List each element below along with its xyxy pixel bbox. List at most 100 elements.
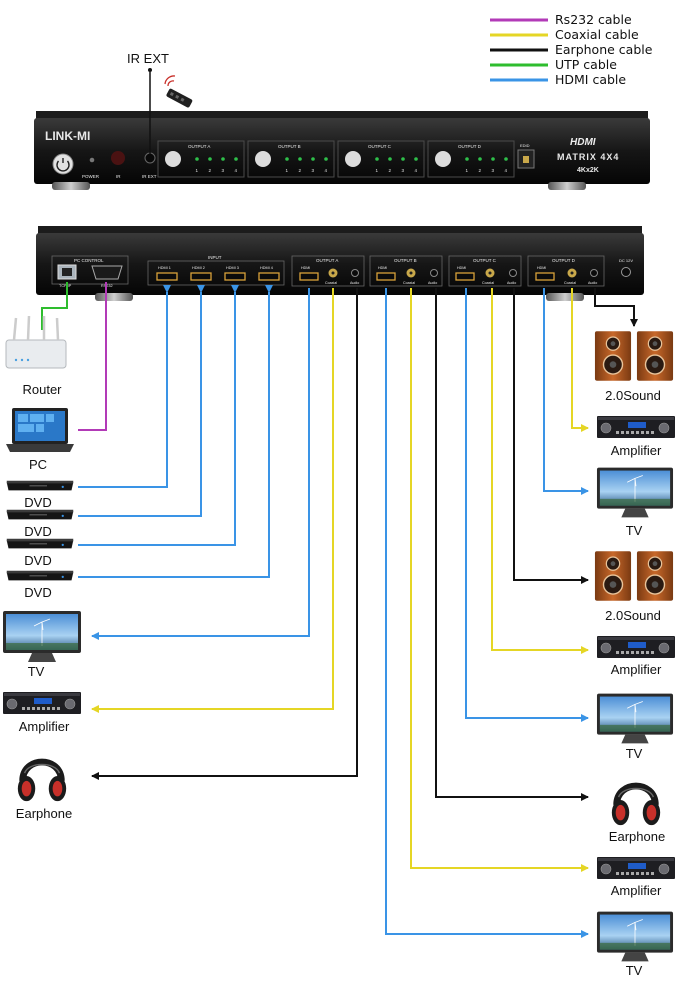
router-icon [5, 315, 67, 369]
hdmi-cable-dvd4 [78, 285, 273, 578]
front-output-a-label: OUTPUT A [188, 144, 210, 149]
hdmi-cable-out-c [465, 288, 589, 722]
ir-ext-callout-label: IR EXT [127, 51, 169, 66]
rs232-port [91, 265, 123, 280]
device-label-dvd-2: DVD [24, 524, 52, 539]
hdmi-logo: HDMI [570, 137, 596, 148]
led-number-label: 4 [235, 168, 238, 173]
device-label-amplifier-2: Amplifier [610, 662, 662, 677]
audio-cable-out-b [435, 288, 589, 801]
led-number-label: 2 [299, 168, 302, 173]
brand-logo: LINK-MI [45, 129, 90, 143]
amplifier-icon [597, 857, 675, 879]
amplifier-icon [597, 416, 675, 438]
front-output-c-label: OUTPUT C [368, 144, 392, 149]
led-number-label: 3 [222, 168, 225, 173]
front-output-groups [157, 140, 515, 178]
rs232-cable [78, 282, 107, 431]
port-label-coaxial: Coaxial [482, 281, 494, 285]
led-number-label: 2 [209, 168, 212, 173]
output-port-groups [291, 255, 605, 287]
ir-ext-label: IR EXT [142, 174, 157, 179]
output-c-button[interactable] [345, 151, 361, 167]
headphones-icon [18, 762, 66, 801]
device-label-earphone-1: Earphone [608, 829, 666, 844]
rear-output-label: OUTPUT D [552, 258, 576, 263]
coax-cable-out-a [91, 288, 334, 713]
dvd-player-icon [7, 481, 74, 491]
device-label-sound-1: 2.0Sound [605, 388, 661, 403]
device-label-amplifier-3: Amplifier [610, 883, 662, 898]
led-number-label: 4 [325, 168, 328, 173]
hdmi-input-label: HDMI 3 [226, 266, 239, 270]
port-label-audio: Audio [428, 281, 437, 285]
output-d-button[interactable] [435, 151, 451, 167]
rear-output-label: OUTPUT C [473, 258, 497, 263]
edid-label: EDID [520, 143, 530, 148]
rear-output-label: OUTPUT B [394, 258, 417, 263]
device-label-tv: TV [27, 664, 45, 679]
port-label-coaxial: Coaxial [325, 281, 337, 285]
amplifier-icon [3, 692, 81, 714]
port-label-hdmi: HDMI [301, 266, 310, 270]
ir-label: IR [116, 174, 121, 179]
right-devices [595, 331, 675, 961]
hdmi-input-label: HDMI 1 [158, 266, 171, 270]
legend-label-hdmi: HDMI cable [555, 72, 627, 87]
rear-output-labels: OUTPUT A HDMI Coaxial Audio OUTPUT B HDMI Coax… [301, 258, 597, 285]
led-number-label: 3 [492, 168, 495, 173]
front-output-b-label: OUTPUT B [278, 144, 301, 149]
led-number-label: 3 [402, 168, 405, 173]
tv-icon [597, 694, 673, 744]
tv-icon [597, 468, 673, 518]
dvd-player-icon [7, 571, 74, 581]
utp-cable [41, 282, 68, 330]
coax-cable-out-b [410, 288, 589, 872]
output-a-button[interactable] [165, 151, 181, 167]
legend-label-utp: UTP cable [555, 57, 617, 72]
led-number-label: 3 [312, 168, 315, 173]
rear-output-label: OUTPUT A [316, 258, 338, 263]
hdmi-cable-dvd1 [78, 285, 171, 488]
device-label-tv-3: TV [625, 963, 643, 978]
matrix-front-panel: LINK-MI POWER IR IR EXT OUTPUT A OUTPUT … [34, 111, 650, 190]
device-label-dvd-4: DVD [24, 585, 52, 600]
dc-label: DC 12V [619, 258, 633, 263]
tv-icon [597, 912, 673, 962]
tcp-ip-label: TCP/IP [59, 284, 72, 288]
audio-cable-out-c [513, 288, 589, 584]
speakers-icon [595, 551, 673, 600]
device-label-amplifier: Amplifier [18, 719, 70, 734]
led-number-label: 2 [479, 168, 482, 173]
resolution-label: 4Kx2K [577, 167, 599, 174]
legend-label-earphone: Earphone cable [555, 42, 653, 57]
pc-control-label: PC CONTROL [74, 258, 104, 263]
tv-icon [3, 611, 81, 662]
port-label-audio: Audio [350, 281, 359, 285]
hdmi-input-ports [156, 272, 280, 281]
device-label-router: Router [22, 382, 62, 397]
ir-sensor [111, 151, 125, 165]
legend-label-coaxial: Coaxial cable [555, 27, 639, 42]
coax-cable-out-d [571, 288, 589, 432]
dvd-player-icon [7, 539, 74, 549]
hdmi-cable-out-d [543, 288, 589, 495]
amplifier-icon [597, 636, 675, 658]
ir-ext-port [144, 152, 156, 164]
dvd-player-icon [7, 510, 74, 520]
dc-power-jack [621, 267, 631, 277]
device-label-tv-2: TV [625, 746, 643, 761]
port-label-hdmi: HDMI [378, 266, 387, 270]
hdmi-cable-out-a [91, 288, 310, 640]
led-number-label: 1 [196, 168, 199, 173]
port-label-coaxial: Coaxial [564, 281, 576, 285]
headphones-icon [612, 786, 660, 825]
output-b-button[interactable] [255, 151, 271, 167]
ir-ext-callout [148, 68, 193, 154]
port-label-coaxial: Coaxial [403, 281, 415, 285]
